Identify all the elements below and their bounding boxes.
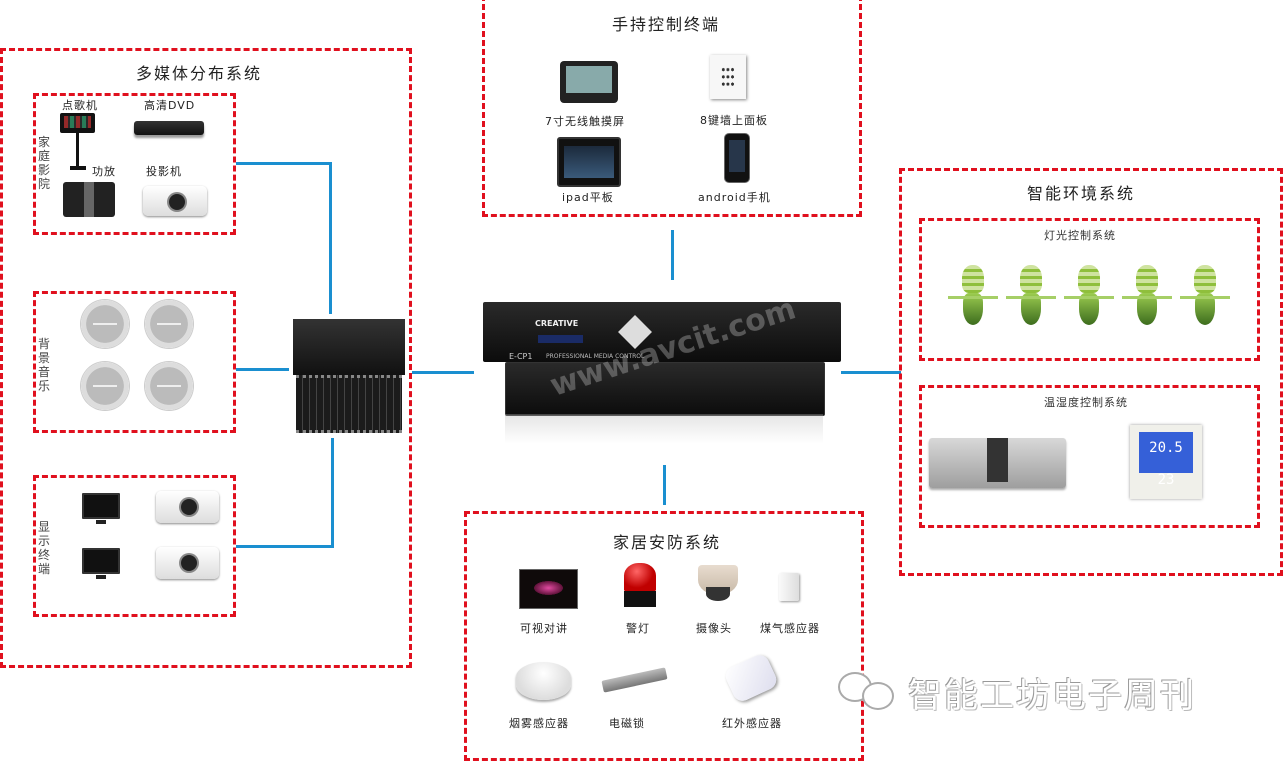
- karaoke-machine-icon: [60, 113, 95, 133]
- thermostat-readout: 20.5 23: [1138, 432, 1194, 488]
- matrix-switcher-icon: [293, 319, 405, 375]
- controller-subtitle: PROFESSIONAL MEDIA CONTROL: [546, 353, 645, 360]
- environment-system-frame: [899, 168, 1283, 576]
- bulb-arms-icon: [1064, 296, 1114, 299]
- controller-logo: CREATIVE: [535, 319, 579, 328]
- smoke-detector-icon: [516, 662, 571, 700]
- video-intercom-icon: [519, 569, 578, 609]
- controller-display: [538, 335, 583, 343]
- video-intercom-label: 可视对讲: [520, 622, 568, 635]
- display-terminal-frame: [33, 475, 236, 617]
- tv-icon: [82, 548, 120, 579]
- android-phone-icon: [724, 133, 750, 183]
- karaoke-stand-icon: [76, 133, 79, 167]
- touchscreen-icon: [560, 61, 618, 103]
- speaker-icon: [81, 300, 129, 348]
- connection-line: [412, 371, 474, 374]
- bulb-base-icon: [1195, 293, 1215, 325]
- bulb-icon: [962, 265, 984, 293]
- wall-panel-label: 8键墙上面板: [700, 114, 768, 127]
- bulb-arms-icon: [948, 296, 998, 299]
- bulb-base-icon: [1137, 293, 1157, 325]
- gas-sensor-label: 煤气感应器: [760, 622, 820, 635]
- amplifier-label: 功放: [92, 165, 116, 178]
- bulb-base-icon: [1079, 293, 1099, 325]
- connection-line: [236, 368, 289, 371]
- bulb-icon: [1078, 265, 1100, 293]
- touchscreen-label: 7寸无线触摸屏: [545, 115, 625, 128]
- home-theater-label: 家庭影院: [37, 135, 50, 191]
- karaoke-base-icon: [70, 166, 86, 170]
- camera-label: 摄像头: [696, 622, 732, 635]
- projector-icon: [143, 186, 207, 216]
- connection-line: [236, 545, 334, 548]
- wechat-icon: [862, 682, 894, 710]
- bulb-base-icon: [1021, 293, 1041, 325]
- background-music-label: 背景音乐: [37, 337, 50, 393]
- dvd-label: 高清DVD: [144, 99, 196, 112]
- projector-icon: [156, 547, 219, 579]
- amplifier-icon: [63, 182, 115, 217]
- climate-frame: [919, 385, 1260, 528]
- background-music-frame: [33, 291, 236, 433]
- handheld-control-title: 手持控制终端: [612, 15, 721, 34]
- ipad-label: ipad平板: [562, 191, 614, 204]
- connection-line: [331, 438, 334, 548]
- central-controller-icon[interactable]: CREATIVE E-CP1 PROFESSIONAL MEDIA CONTRO…: [483, 302, 841, 362]
- connection-line: [236, 162, 331, 165]
- multimedia-system-title: 多媒体分布系统: [136, 64, 263, 83]
- environment-system-title: 智能环境系统: [1027, 184, 1136, 203]
- matrix-switcher-cards-icon: [296, 375, 402, 433]
- controller-reflection: [505, 414, 823, 444]
- connection-line: [663, 465, 666, 505]
- projector-label: 投影机: [146, 165, 182, 178]
- bulb-arms-icon: [1122, 296, 1172, 299]
- android-phone-label: android手机: [698, 191, 771, 204]
- magnetic-lock-label: 电磁锁: [609, 717, 645, 730]
- ipad-icon: [557, 137, 621, 187]
- display-terminal-label: 显示终端: [37, 520, 50, 576]
- lighting-title: 灯光控制系统: [1044, 229, 1116, 242]
- climate-title: 温湿度控制系统: [1044, 396, 1128, 409]
- bulb-icon: [1136, 265, 1158, 293]
- air-conditioner-icon: [929, 438, 1066, 488]
- infrared-sensor-label: 红外感应器: [722, 717, 782, 730]
- speaker-icon: [81, 362, 129, 410]
- bulb-icon: [1020, 265, 1042, 293]
- projector-icon: [156, 491, 219, 523]
- alarm-light-label: 警灯: [626, 622, 650, 635]
- gas-sensor-icon: [779, 573, 799, 601]
- tv-icon: [82, 493, 120, 524]
- bulb-arms-icon: [1180, 296, 1230, 299]
- speaker-icon: [145, 362, 193, 410]
- bulb-icon: [1194, 265, 1216, 293]
- speaker-icon: [145, 300, 193, 348]
- camera-icon: [698, 565, 738, 601]
- karaoke-label: 点歌机: [62, 99, 98, 112]
- alarm-light-icon: [624, 563, 656, 591]
- wall-panel-icon: [710, 55, 746, 99]
- controller-model: E-CP1: [509, 352, 533, 361]
- connection-line: [329, 162, 332, 314]
- controller-back-panel-icon: [505, 362, 825, 416]
- connection-line: [671, 230, 674, 280]
- security-system-title: 家居安防系统: [613, 533, 722, 552]
- brand-watermark: 智能工坊电子周刊: [908, 676, 1196, 716]
- dvd-player-icon: [134, 121, 204, 135]
- connection-line: [841, 371, 901, 374]
- handheld-control-frame: [482, 0, 862, 217]
- bulb-base-icon: [963, 293, 983, 325]
- thermostat-icon: 20.5 23: [1130, 425, 1202, 499]
- smoke-detector-label: 烟雾感应器: [509, 717, 569, 730]
- alarm-light-base-icon: [624, 591, 656, 607]
- multimedia-system-frame: [0, 48, 412, 668]
- lighting-frame: [919, 218, 1260, 361]
- home-theater-frame: [33, 93, 236, 235]
- bulb-arms-icon: [1006, 296, 1056, 299]
